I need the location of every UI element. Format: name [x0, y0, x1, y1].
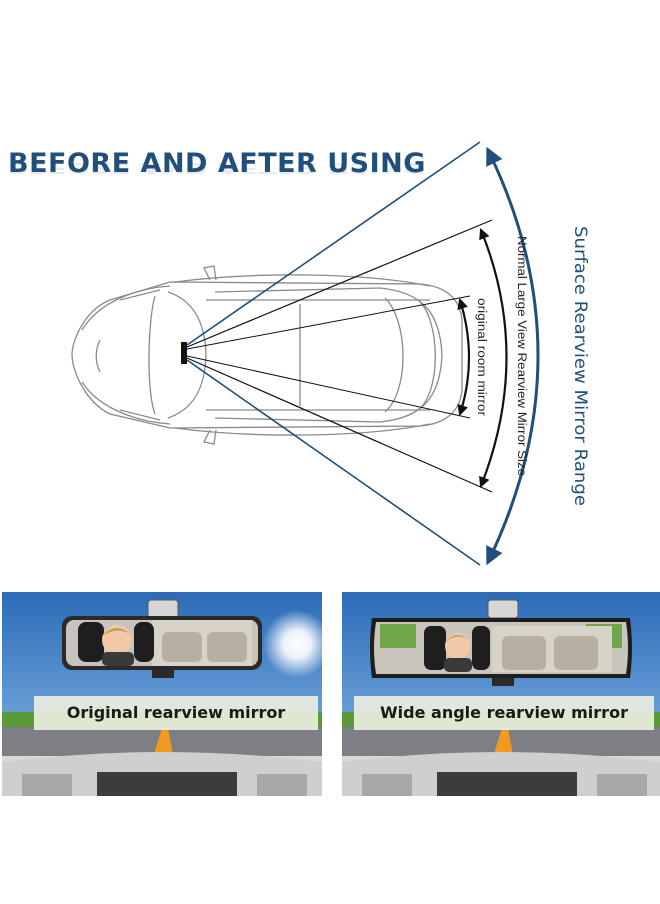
mirror-range-diagram: Surface Rearview Mirror Range Normal Lar… [71, 141, 590, 566]
surface-range-arc [486, 146, 540, 566]
normal-range-lines [186, 219, 493, 493]
mirror-marker [181, 342, 187, 364]
original-mirror-photo: Original rearview mirror [2, 592, 322, 796]
page-title: BEFORE AND AFTER USING [8, 148, 426, 179]
car-outline [71, 265, 463, 445]
wide-angle-mirror-photo: Wide angle rearview mirror [342, 592, 660, 796]
surface-range-label: Surface Rearview Mirror Range [570, 226, 590, 506]
original-range-label: original room mirror [475, 298, 487, 416]
original-range-arc [457, 297, 471, 417]
wide-angle-mirror-caption: Wide angle rearview mirror [354, 696, 654, 730]
original-range-lines [186, 295, 471, 419]
normal-range-label: Normal Large View Rearview Mirror Size [515, 236, 527, 476]
normal-range-arc [479, 227, 508, 489]
original-mirror-caption: Original rearview mirror [34, 696, 318, 730]
surface-range-lines [186, 141, 481, 566]
